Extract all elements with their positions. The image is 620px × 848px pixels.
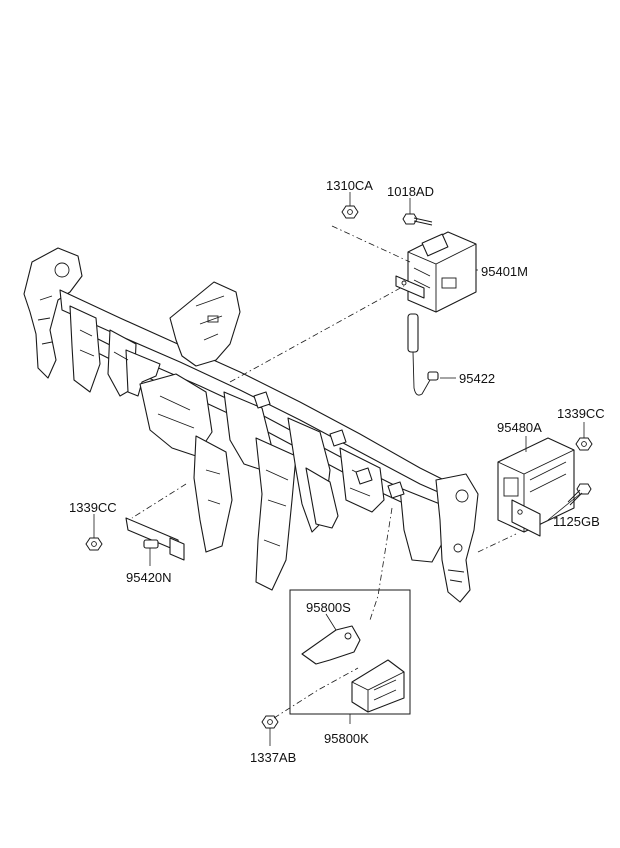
label-1125gb: 1125GB — [553, 514, 600, 529]
module-95401m — [395, 231, 477, 313]
label-1018ad: 1018AD — [387, 184, 434, 199]
label-95420n: 95420N — [126, 570, 172, 585]
bolt-1125gb — [567, 483, 592, 506]
label-95800s: 95800S — [306, 600, 351, 615]
label-1339cc-right: 1339CC — [557, 406, 605, 421]
cowl-cross-member — [23, 247, 479, 603]
label-95422: 95422 — [459, 371, 495, 386]
nut-1310ca — [341, 205, 359, 219]
label-1337ab: 1337AB — [250, 750, 296, 765]
nut-1339cc-left — [85, 537, 103, 551]
label-1339cc-left: 1339CC — [69, 500, 117, 515]
label-1310ca: 1310CA — [326, 178, 373, 193]
nut-1339cc-right — [575, 437, 593, 451]
label-95800k: 95800K — [324, 731, 369, 746]
bolt-1018ad — [402, 213, 433, 226]
antenna-95422 — [407, 313, 439, 396]
reference-lines — [131, 225, 517, 719]
label-95480a: 95480A — [497, 420, 542, 435]
module-95480a — [497, 437, 575, 537]
module-95800k — [351, 659, 405, 713]
label-95401m: 95401M — [481, 264, 528, 279]
nut-1337ab — [261, 715, 279, 729]
leader-lines — [93, 192, 585, 746]
bracket-95800s — [301, 625, 361, 665]
bracket-95420n — [125, 517, 185, 561]
